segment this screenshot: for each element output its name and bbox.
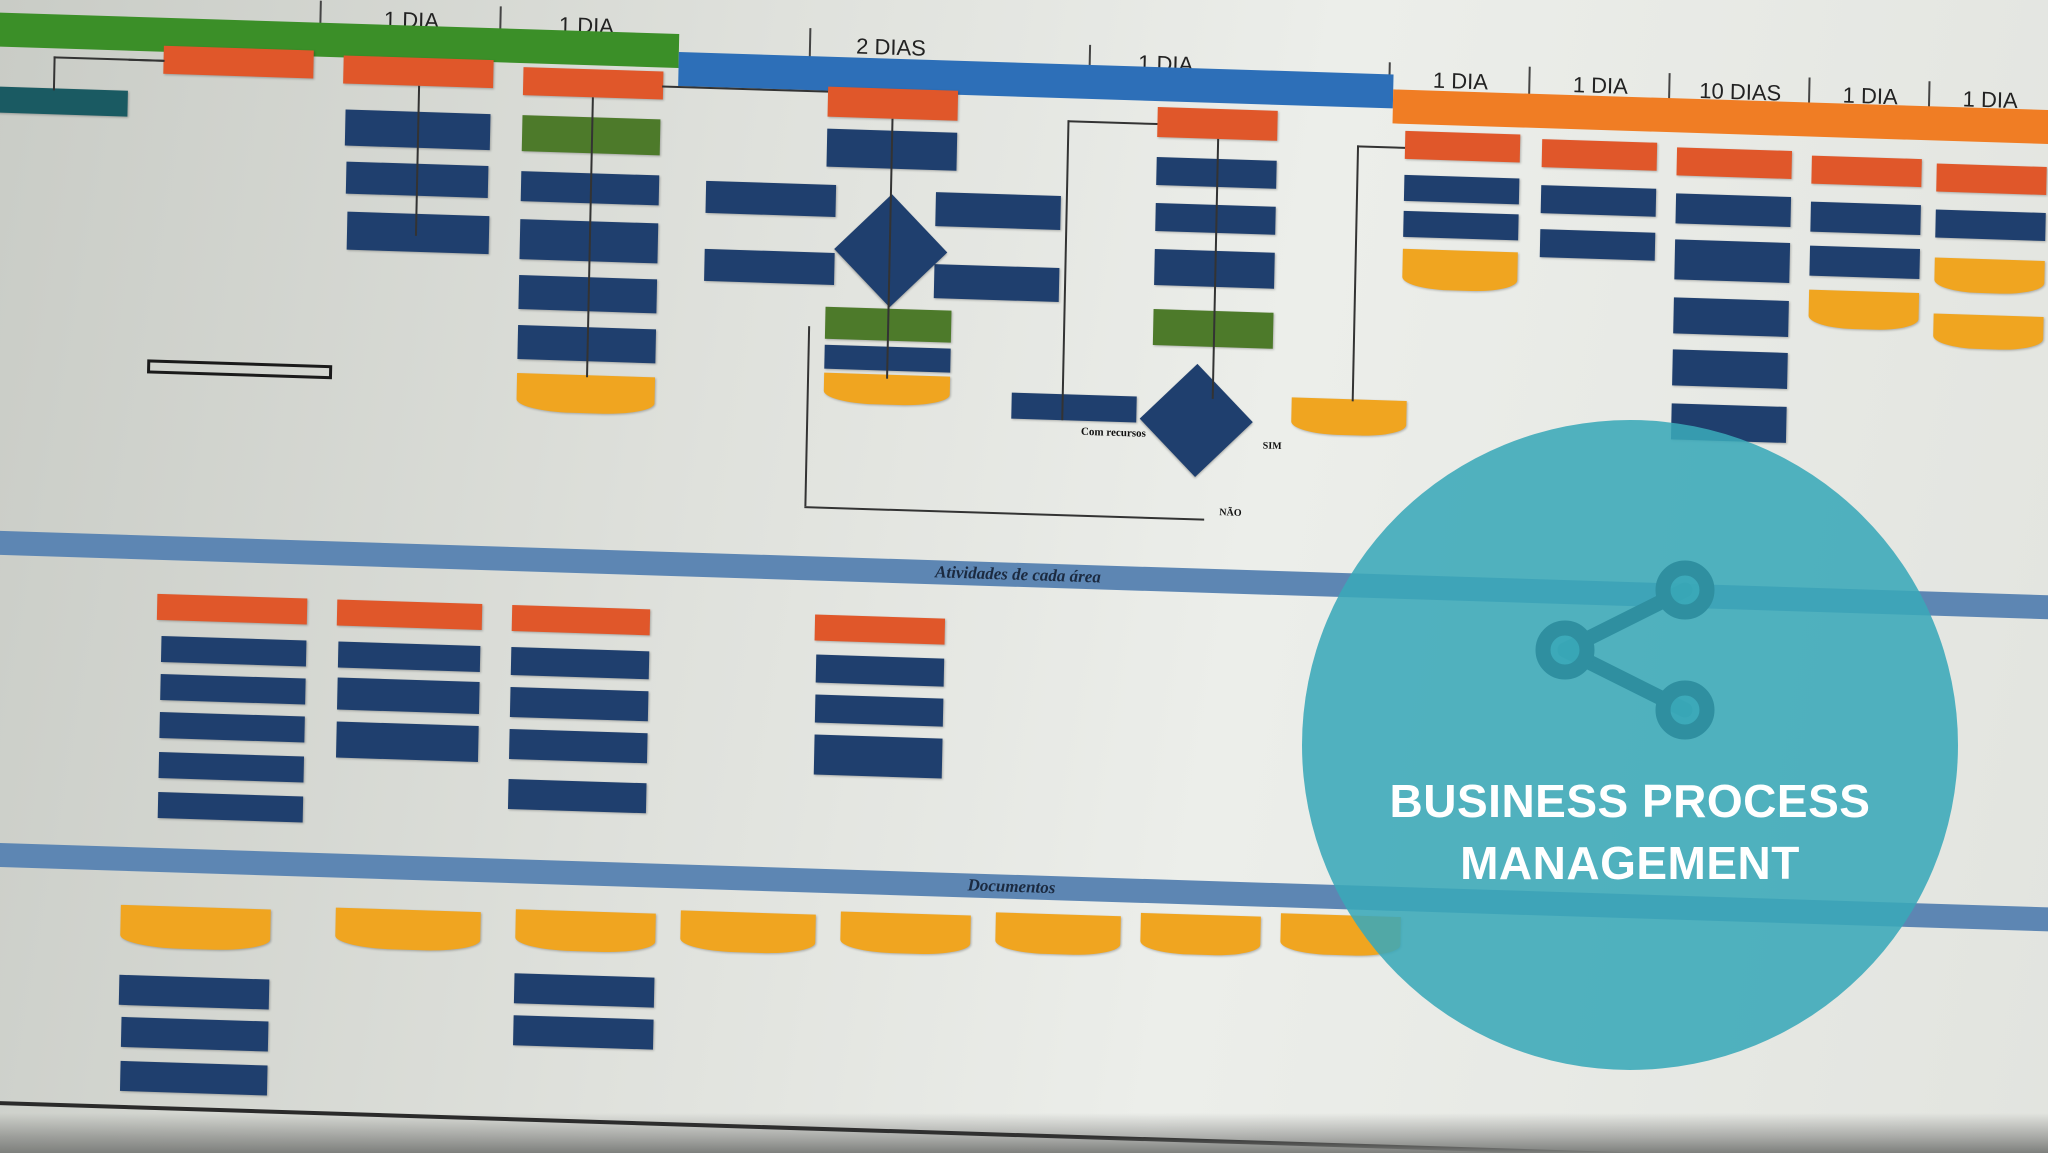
- process-box: [815, 654, 945, 687]
- process-box: [1674, 239, 1791, 283]
- process-box: [118, 974, 270, 1010]
- process-box: [337, 641, 481, 672]
- connector: [1351, 145, 1360, 402]
- process-box: [705, 180, 837, 217]
- process-box: [1402, 248, 1518, 293]
- process-box: [158, 751, 305, 783]
- process-box: [156, 593, 308, 625]
- process-box: [163, 45, 314, 79]
- process-box: [160, 635, 307, 667]
- process-box: [814, 614, 946, 645]
- process-box: [1011, 392, 1137, 423]
- process-box: [704, 248, 835, 285]
- process-box: [1403, 174, 1520, 205]
- process-box: [1403, 210, 1519, 241]
- connector: [53, 56, 164, 62]
- process-box: [1934, 257, 2045, 295]
- process-box: [1291, 397, 1407, 437]
- process-box: [827, 86, 959, 121]
- phase-band-blue: [678, 51, 1394, 109]
- process-box: [510, 646, 650, 680]
- process-box: [337, 677, 480, 714]
- process-box: [680, 910, 816, 955]
- process-box: [1936, 163, 2047, 195]
- title-line-2: MANAGEMENT: [1460, 837, 1800, 889]
- photo-vignette: [0, 1113, 2048, 1153]
- connector: [804, 506, 1205, 521]
- share-nodes-icon: [1535, 560, 1715, 740]
- process-box: [1932, 313, 2044, 351]
- process-box: [335, 907, 481, 953]
- process-box: [343, 55, 494, 89]
- process-box: [119, 1060, 268, 1096]
- process-box: [814, 694, 944, 727]
- process-box: [346, 211, 490, 255]
- process-box: [160, 673, 306, 705]
- process-box: [813, 734, 943, 779]
- branch-label: NÃO: [1219, 507, 1242, 519]
- process-box: [933, 264, 1060, 303]
- process-box: [1676, 147, 1793, 179]
- connector: [52, 56, 56, 91]
- title-line-1: BUSINESS PROCESS: [1389, 775, 1871, 827]
- process-box: [336, 599, 483, 631]
- process-box: [513, 973, 655, 1008]
- process-box: [119, 904, 271, 952]
- process-box: [509, 686, 649, 722]
- process-box: [120, 1016, 269, 1052]
- connector: [1067, 120, 1158, 126]
- empty-frame: [147, 359, 333, 380]
- connector: [804, 326, 811, 507]
- process-box: [522, 67, 664, 100]
- process-box: [1675, 193, 1792, 227]
- process-box: [1672, 349, 1788, 389]
- process-box: [1157, 107, 1278, 141]
- process-box: [1539, 229, 1656, 261]
- branch-label: SIM: [1262, 440, 1282, 453]
- decision-diamond: [1139, 363, 1253, 477]
- process-box: [935, 192, 1061, 231]
- process-box: [336, 721, 479, 762]
- process-box: [515, 909, 656, 954]
- process-box: [1540, 185, 1657, 217]
- title-circle: [1302, 420, 1958, 1070]
- connector: [1357, 145, 1406, 149]
- process-box: [1808, 289, 1920, 332]
- process-box: [1541, 139, 1658, 171]
- process-box: [157, 791, 304, 823]
- process-box: [1673, 297, 1789, 337]
- process-box: [1811, 155, 1922, 188]
- connector: [1061, 120, 1070, 421]
- process-box: [1809, 245, 1921, 280]
- process-box: [1935, 209, 2046, 241]
- process-box: [511, 604, 651, 636]
- branch-label: Com recursos: [1080, 425, 1146, 440]
- process-box: [507, 778, 647, 814]
- process-box: [1140, 912, 1261, 957]
- process-box: [513, 1015, 654, 1050]
- process-box: [840, 911, 971, 956]
- process-box: [159, 711, 305, 743]
- process-box: [1810, 201, 1921, 236]
- process-box: [509, 728, 648, 764]
- overlay-title: BUSINESS PROCESS MANAGEMENT: [1302, 770, 1958, 894]
- process-box: [516, 373, 656, 416]
- process-box: [1404, 130, 1521, 163]
- process-box: [0, 86, 128, 117]
- process-box: [995, 912, 1121, 957]
